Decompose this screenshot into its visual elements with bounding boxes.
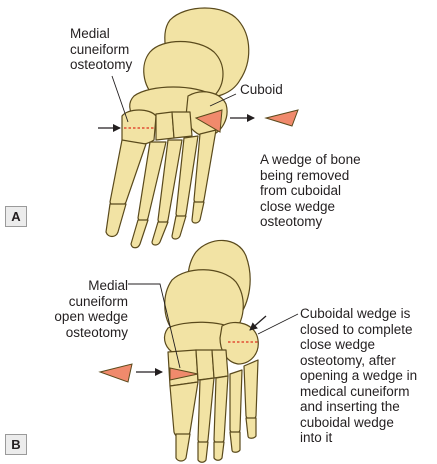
metatarsal-2-b	[197, 377, 215, 446]
cuboid-wedge-cut-a	[194, 109, 223, 133]
medial-open-wedge-label-b-line3: open wedge	[54, 309, 128, 324]
medial-open-wedge-label-b-line4: osteotomy	[65, 324, 128, 340]
panel-tag-a: A	[5, 206, 27, 227]
cuboidal-wedge-description-b-line6: medical cuneiform	[300, 383, 410, 399]
lateral-cuneiform-a	[171, 111, 193, 139]
leader-cuboid-b	[257, 313, 299, 335]
cuboidal-wedge-description-b-line2: closed to complete	[300, 321, 413, 337]
cuboidal-wedge-description-b-line8: cuboidal wedge	[300, 414, 394, 430]
medial-osteotomy-label-a-line1: Medial	[70, 26, 110, 41]
wedge-description-a-line1: A wedge of bone	[260, 152, 361, 167]
cuboidal-wedge-description-b-line3: close wedge	[300, 337, 376, 352]
wedge-description-a: A wedge of bone being removed from cuboi…	[260, 152, 361, 230]
metatarsal-1-b	[169, 381, 199, 439]
arrow-cuboid-b	[249, 315, 267, 331]
phalanx-2-a	[130, 219, 149, 249]
medial-open-wedge-label-b-line2: cuneiform	[68, 293, 128, 309]
wedge-to-insert-b	[98, 363, 133, 383]
panel-tag-b: B	[5, 434, 27, 455]
medial-osteotomy-label-a-line3: osteotomy	[70, 57, 133, 72]
metatarsal-3-b	[213, 375, 229, 446]
medial-osteotomy-label-a: Medial cuneiform osteotomy	[70, 26, 132, 73]
wedge-description-a-line5: osteotomy	[260, 214, 323, 229]
wedge-description-a-line4: close wedge	[260, 198, 336, 214]
leader-cuboid-a	[209, 93, 237, 107]
cuboidal-wedge-description-b-line1: Cuboidal wedge is	[300, 306, 411, 321]
leader-medial-a	[111, 75, 129, 123]
medial-cuneiform-b	[167, 349, 199, 387]
medial-cuneiform-a	[121, 109, 157, 146]
lateral-cuneiform-b	[211, 349, 229, 379]
inserted-wedge-b	[169, 367, 199, 381]
phalanx-2-b	[197, 441, 209, 463]
phalanx-1-b	[175, 433, 191, 462]
medial-open-wedge-label-b-line1: Medial	[88, 278, 128, 293]
phalanx-3-b	[213, 441, 225, 461]
medial-osteotomy-label-a-line2: cuneiform	[70, 41, 130, 57]
phalanx-1-a	[105, 203, 127, 238]
phalanx-5-b	[245, 417, 257, 439]
cuboidal-wedge-description-b: Cuboidal wedge is closed to complete clo…	[300, 306, 417, 446]
wedge-description-a-line2: being removed	[260, 167, 350, 183]
cuboidal-wedge-description-b-line5: opening a wedge in	[300, 368, 418, 383]
cuboidal-wedge-description-b-line9: into it	[300, 430, 333, 445]
wedge-description-a-line3: from cuboidal	[260, 183, 342, 198]
intermediate-cuneiform-a	[155, 111, 175, 141]
medial-open-wedge-label-b: Medial cuneiform open wedge osteotomy	[50, 278, 128, 340]
phalanx-3-a	[151, 221, 169, 246]
cuboidal-wedge-description-b-line4: osteotomy, after	[300, 352, 396, 368]
metatarsal-5-b	[243, 359, 259, 422]
phalanx-5-a	[191, 201, 205, 224]
foot-a	[105, 7, 250, 249]
phalanx-4-b	[229, 431, 241, 453]
intermediate-cuneiform-b	[195, 349, 215, 381]
phalanx-4-a	[171, 215, 187, 240]
cuboidal-wedge-description-b-line7: and inserting the	[300, 399, 400, 414]
foot-b	[163, 239, 259, 463]
metatarsal-4-b	[229, 369, 243, 436]
leader-medial-b	[128, 283, 181, 369]
cuboid-label-a: Cuboid	[240, 82, 283, 97]
removed-wedge-a	[264, 109, 299, 127]
